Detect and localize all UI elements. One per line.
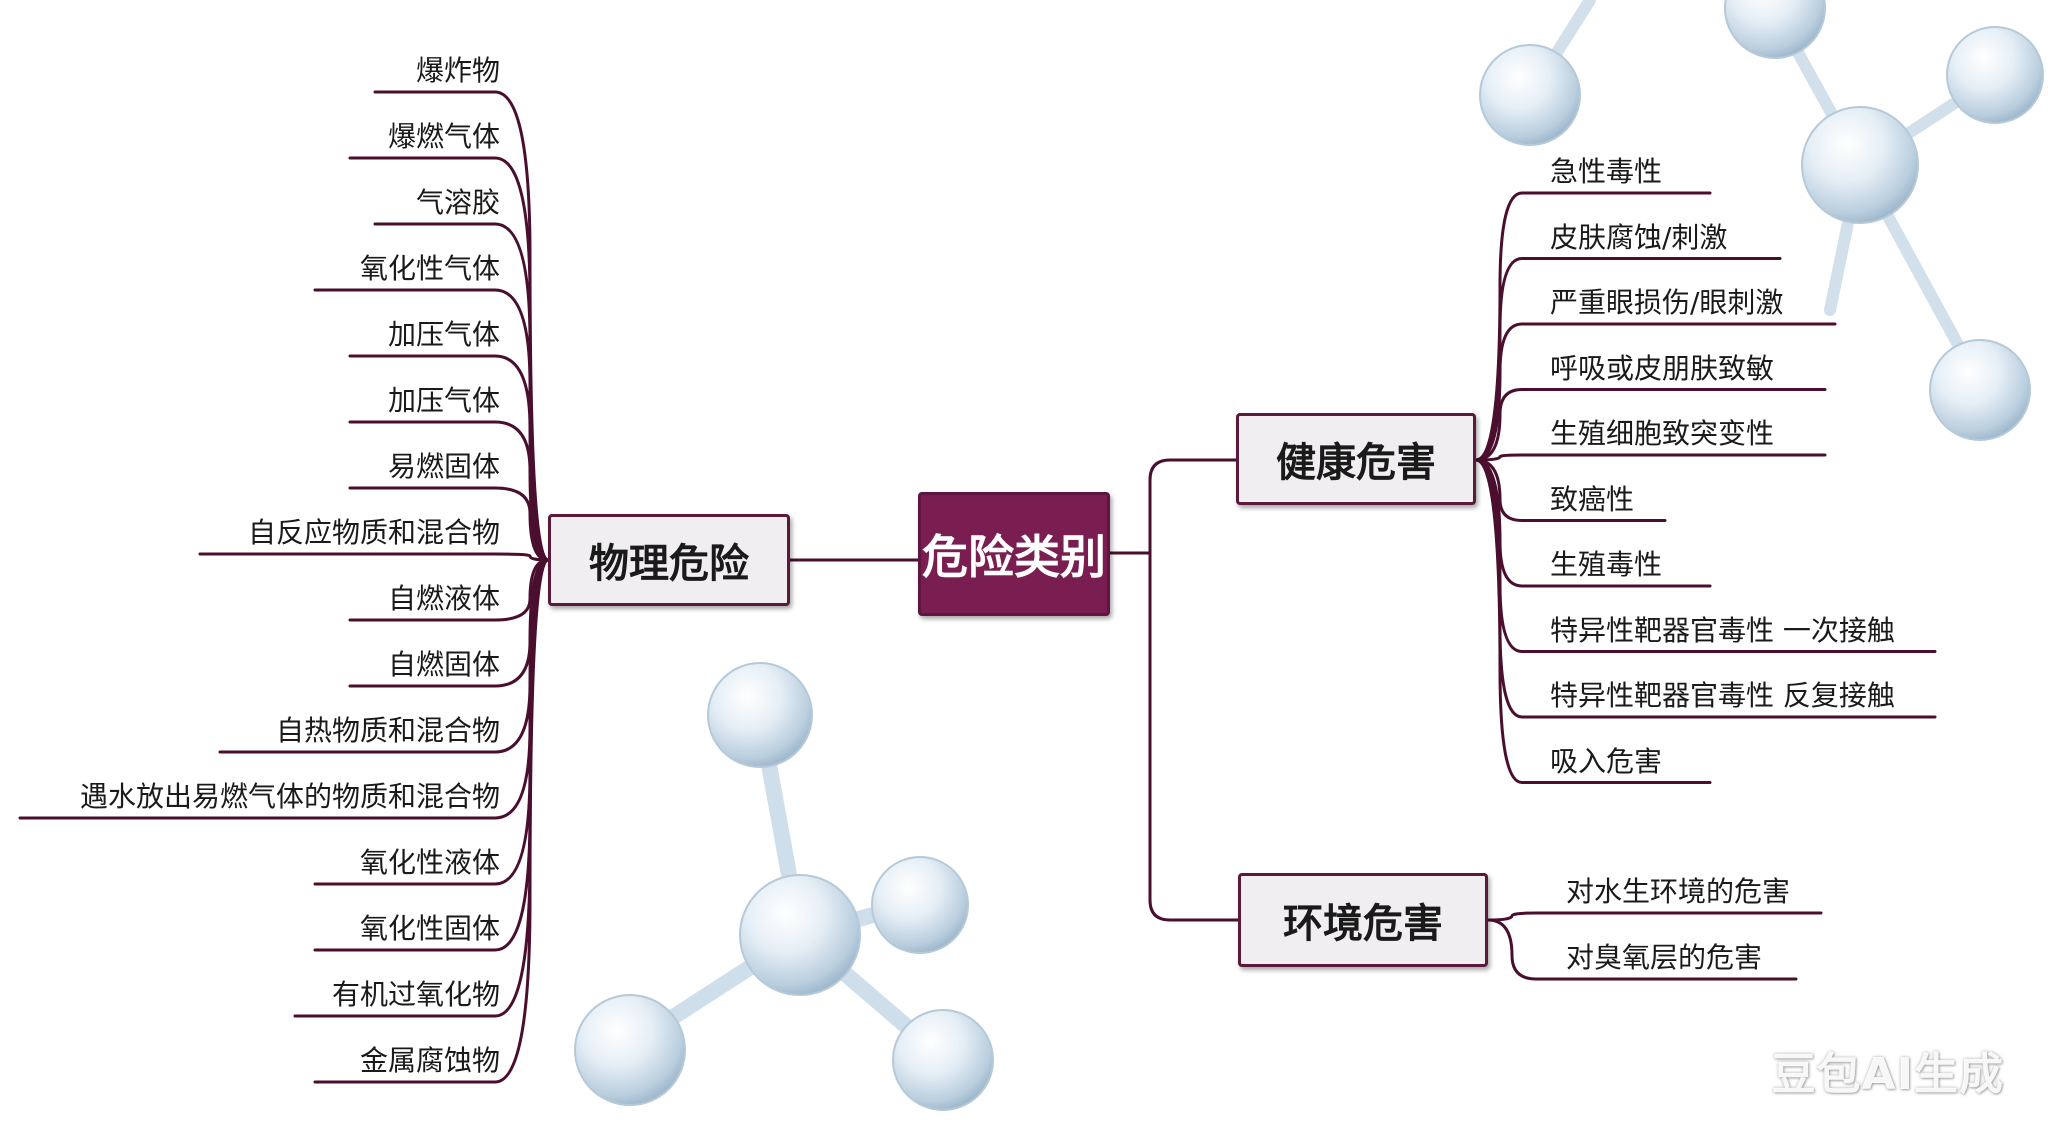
health-leaf-connector <box>1474 257 1782 462</box>
watermark-text: 豆包AI生成 <box>1771 1049 2004 1100</box>
physical-leaf-item[interactable]: 自燃固体 <box>387 648 500 681</box>
health-leaf-item[interactable]: 致癌性 <box>1550 482 1635 516</box>
health-leaf-item[interactable]: 生殖细胞致突变性 <box>1550 417 1775 450</box>
physical-leaf-connector <box>348 420 550 562</box>
physical-leaf-item[interactable]: 氧化性固体 <box>359 912 500 945</box>
physical-leaf-item[interactable]: 氧化性气体 <box>359 252 500 285</box>
physical-leaf-item[interactable]: 爆燃气体 <box>387 120 500 153</box>
physical-leaf-item[interactable]: 氧化性液体 <box>359 846 500 879</box>
health-leaf-connector <box>1474 191 1712 462</box>
physical-leaf-item[interactable]: 爆炸物 <box>415 54 500 87</box>
physical-leaf-item[interactable]: 加压气体 <box>387 318 500 351</box>
environment-leaf-connector <box>1486 911 1823 922</box>
environment-leaf-lines <box>1486 911 1823 981</box>
environment-leaf-item[interactable]: 对水生环境的危害 <box>1566 875 1791 908</box>
environment-leaf-connector <box>1486 918 1798 981</box>
health-leaf-connector <box>1474 458 1667 522</box>
environment-hazard-node[interactable]: 环境危害 <box>1238 873 1488 967</box>
physical-leaf-connector <box>348 486 550 562</box>
environment-leaf-item[interactable]: 对臭氧层的危害 <box>1566 941 1763 974</box>
health-leaf-connector <box>1474 322 1837 462</box>
health-leaf-item[interactable]: 特异性靶器官毒性 反复接触 <box>1550 679 1895 712</box>
physical-leaf-item[interactable]: 自燃液体 <box>387 582 500 615</box>
health-leaf-item[interactable]: 吸入危害 <box>1550 744 1663 778</box>
physical-leaf-connector <box>198 552 550 562</box>
health-leaf-item[interactable]: 呼吸或皮朋肤致敏 <box>1550 351 1775 385</box>
physical-hazard-node[interactable]: 物理危险 <box>548 514 790 606</box>
physical-leaf-item[interactable]: 金属腐蚀物 <box>359 1044 500 1077</box>
physical-leaf-item[interactable]: 易燃固体 <box>387 450 500 483</box>
health-leaf-item[interactable]: 急性毒性 <box>1550 155 1663 188</box>
physical-leaf-item[interactable]: 加压气体 <box>387 384 500 417</box>
physical-leaf-item[interactable]: 有机过氧化物 <box>331 978 500 1011</box>
physical-leaf-item[interactable]: 自热物质和混合物 <box>275 714 500 747</box>
molecule-top-right-icon <box>1479 0 2044 441</box>
physical-leaf-lines <box>18 90 550 1084</box>
physical-leaf-connector <box>348 558 550 622</box>
root-node[interactable]: 危险类别 <box>918 492 1110 616</box>
physical-leaf-connector <box>348 354 550 562</box>
right-trunk <box>1148 458 1238 555</box>
health-leaf-lines <box>1474 191 1937 784</box>
health-leaf-item[interactable]: 特异性靶器官毒性 一次接触 <box>1550 613 1895 647</box>
health-leaf-item[interactable]: 皮肤腐蚀/刺激 <box>1550 220 1728 254</box>
health-leaf-item[interactable]: 生殖毒性 <box>1550 548 1663 581</box>
physical-leaf-item[interactable]: 遇水放出易燃气体的物质和混合物 <box>79 780 500 813</box>
physical-leaf-item[interactable]: 自反应物质和混合物 <box>247 516 500 549</box>
health-leaf-connector <box>1474 453 1827 462</box>
health-leaf-item[interactable]: 严重眼损伤/眼刺激 <box>1550 286 1784 319</box>
health-leaf-connector <box>1474 388 1827 462</box>
physical-leaf-connector <box>313 558 550 1084</box>
molecule-bottom-icon <box>574 662 994 1111</box>
right-trunk-lower <box>1148 551 1240 922</box>
health-leaf-connector <box>1474 458 1712 784</box>
physical-leaf-item[interactable]: 气溶胶 <box>415 186 500 219</box>
health-hazard-node[interactable]: 健康危害 <box>1236 413 1476 505</box>
